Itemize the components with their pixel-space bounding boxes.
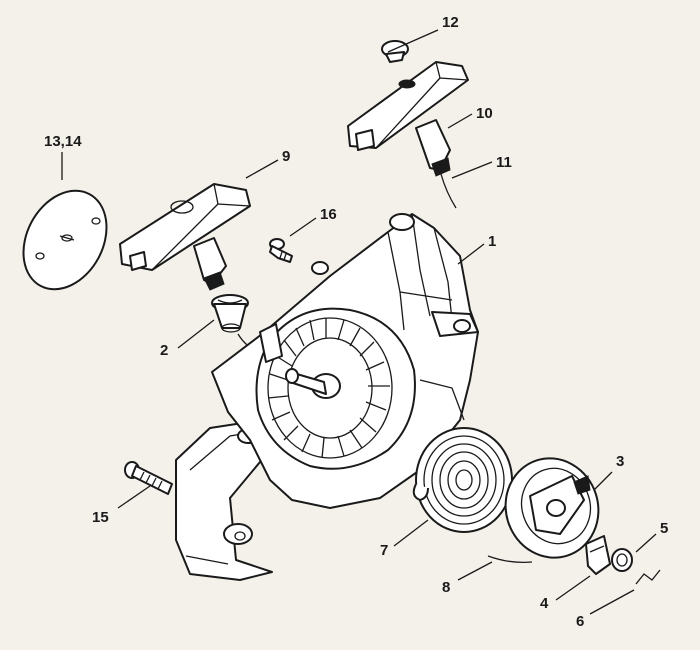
part-starter-handle-right [347, 61, 469, 177]
callout-12: 12 [442, 14, 459, 31]
part-spring-clip [635, 569, 661, 585]
part-fan-housing [175, 213, 479, 581]
part-pawl [585, 535, 611, 575]
callout-8: 8 [442, 579, 451, 596]
callout-3: 3 [616, 453, 625, 470]
callout-1: 1 [488, 233, 497, 250]
part-cover-disc [22, 189, 108, 291]
callout-16: 16 [320, 206, 337, 223]
part-rope-rotor [504, 457, 600, 559]
callout-2: 2 [160, 342, 169, 359]
part-starter-handle-left [119, 183, 251, 291]
callout-13-14: 13,14 [44, 133, 82, 150]
part-rope-segment [487, 555, 533, 564]
part-rope-guide-bushing [211, 294, 249, 333]
callout-10: 10 [476, 105, 493, 122]
part-bolt-15 [124, 461, 173, 495]
callout-11: 11 [496, 154, 512, 171]
callout-9: 9 [282, 148, 291, 165]
callout-5: 5 [660, 520, 669, 537]
callout-15: 15 [92, 509, 109, 526]
fan-wheel [267, 317, 393, 459]
part-screw-16 [269, 238, 293, 263]
callout-7: 7 [380, 542, 389, 559]
part-rewind-spring [412, 427, 513, 533]
callout-4: 4 [540, 595, 549, 612]
leader-lines [61, 29, 657, 615]
callout-6: 6 [576, 613, 585, 630]
part-cap-12 [381, 40, 409, 63]
part-washer [611, 548, 633, 572]
